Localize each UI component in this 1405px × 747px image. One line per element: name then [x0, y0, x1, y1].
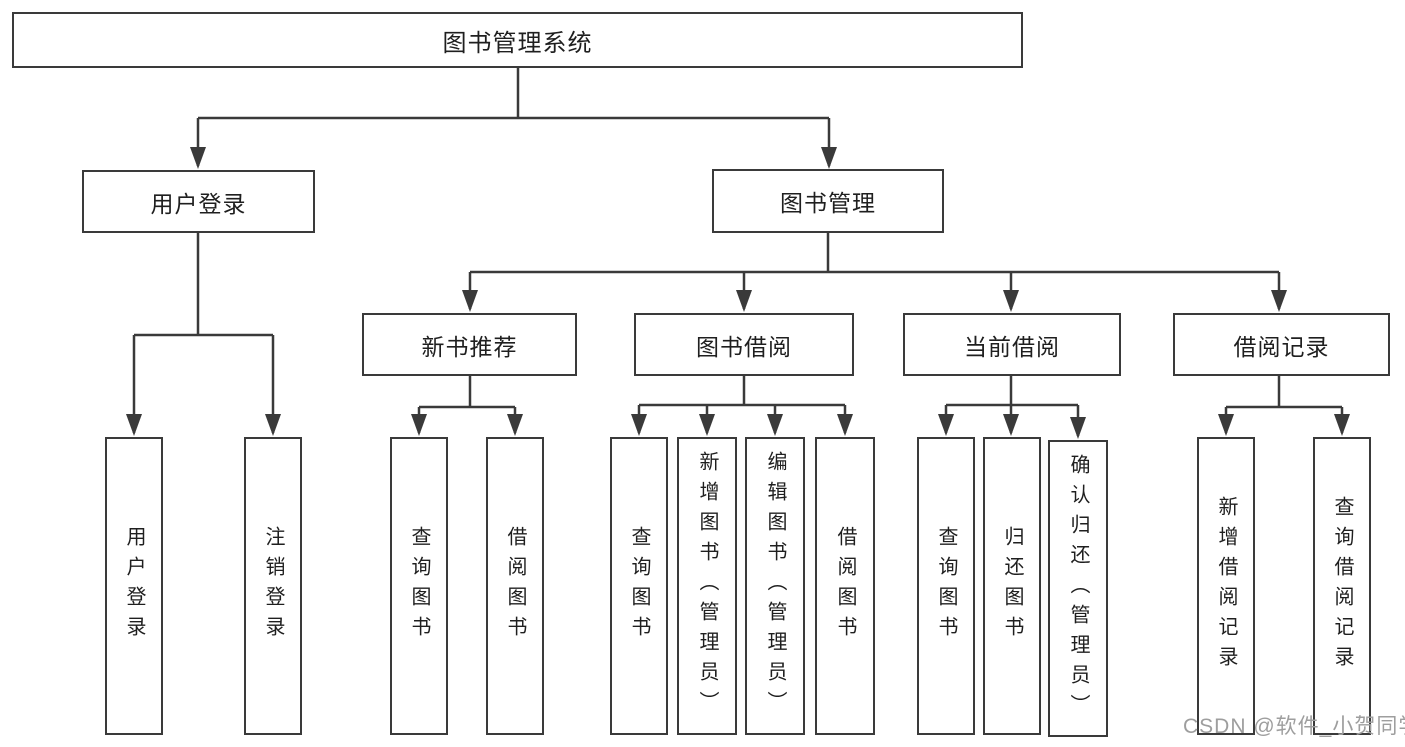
leaf-return-book: 归还图书	[983, 437, 1041, 735]
leaf-edit-book-admin-label: 编辑图书（管理员）	[764, 451, 786, 721]
leaf-borrow-books-borrowing: 借阅图书	[815, 437, 875, 735]
leaf-confirm-return-admin-label: 确认归还（管理员）	[1067, 453, 1089, 724]
node-user-login: 用户登录	[82, 170, 315, 233]
leaf-query-books-borrowing: 查询图书	[610, 437, 668, 735]
leaf-confirm-return-admin: 确认归还（管理员）	[1048, 440, 1108, 737]
node-borrowing-records: 借阅记录	[1173, 313, 1390, 376]
leaf-user-login-label: 用户登录	[123, 526, 145, 646]
node-root: 图书管理系统	[12, 12, 1023, 68]
leaf-add-book-admin-label: 新增图书（管理员）	[696, 451, 718, 721]
leaf-query-books-recommend: 查询图书	[390, 437, 448, 735]
leaf-return-book-label: 归还图书	[1001, 526, 1023, 646]
leaf-borrow-books-borrowing-label: 借阅图书	[834, 526, 856, 646]
leaf-query-books-current: 查询图书	[917, 437, 975, 735]
leaf-query-borrow-record-label: 查询借阅记录	[1331, 496, 1353, 676]
leaf-add-borrow-record: 新增借阅记录	[1197, 437, 1255, 735]
node-book-borrowing: 图书借阅	[634, 313, 854, 376]
leaf-user-login: 用户登录	[105, 437, 163, 735]
leaf-query-books-current-label: 查询图书	[935, 526, 957, 646]
leaf-query-books-borrowing-label: 查询图书	[628, 526, 650, 646]
leaf-borrow-books-recommend-label: 借阅图书	[504, 526, 526, 646]
csdn-watermark: CSDN @软件_小贺同学	[1183, 715, 1405, 738]
leaf-query-books-recommend-label: 查询图书	[408, 526, 430, 646]
node-new-book-recommend: 新书推荐	[362, 313, 577, 376]
leaf-logout-label: 注销登录	[262, 526, 284, 646]
node-current-borrowing: 当前借阅	[903, 313, 1121, 376]
leaf-logout: 注销登录	[244, 437, 302, 735]
node-book-management: 图书管理	[712, 169, 944, 233]
leaf-add-borrow-record-label: 新增借阅记录	[1215, 496, 1237, 676]
leaf-borrow-books-recommend: 借阅图书	[486, 437, 544, 735]
leaf-query-borrow-record: 查询借阅记录	[1313, 437, 1371, 735]
leaf-edit-book-admin: 编辑图书（管理员）	[745, 437, 805, 735]
leaf-add-book-admin: 新增图书（管理员）	[677, 437, 737, 735]
